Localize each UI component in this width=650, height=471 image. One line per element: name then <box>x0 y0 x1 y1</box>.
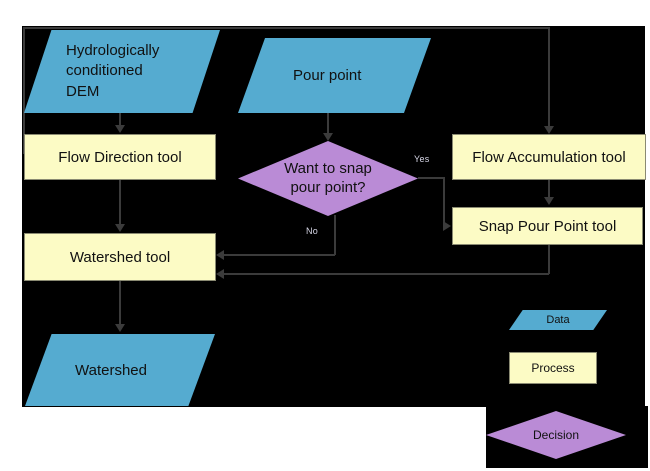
node-snap-pour-point-tool[interactable]: Snap Pour Point tool <box>452 207 643 245</box>
legend-item-process: Process <box>509 352 597 384</box>
node-hydrologically-conditioned-dem[interactable]: Hydrologically conditioned DEM <box>24 30 220 113</box>
connector-snap-to-watershedtool-vertical <box>548 245 550 274</box>
edge-label-yes: Yes <box>414 154 430 164</box>
connector-snap-to-watershedtool-horizontal <box>224 273 549 275</box>
node-pour-point[interactable]: Pour point <box>238 38 431 113</box>
node-flow-direction-tool[interactable]: Flow Direction tool <box>24 134 216 180</box>
arrowhead-snap-into-watershed-tool <box>216 269 224 279</box>
connector-pourpoint-to-decision <box>327 112 329 134</box>
arrowhead-into-watershed-tool <box>115 224 125 232</box>
connector-flowaccum-to-snap <box>548 180 550 198</box>
legend-item-data: Data <box>509 310 607 330</box>
connector-decision-no-horizontal <box>224 254 335 256</box>
arrowhead-no-into-watershed-tool <box>216 250 224 260</box>
connector-watershedtool-to-watershed <box>119 281 121 325</box>
node-flow-accumulation-tool[interactable]: Flow Accumulation tool <box>452 134 646 180</box>
connector-flowdir-to-watershedtool <box>119 180 121 225</box>
connector-dem-to-flowdir <box>119 113 121 126</box>
node-watershed[interactable]: Watershed <box>25 334 215 406</box>
arrowhead-into-decision <box>323 133 333 141</box>
connector-top-horizontal <box>23 27 550 29</box>
arrowhead-into-watershed <box>115 324 125 332</box>
connector-top-right-vertical <box>548 27 550 126</box>
arrowhead-into-flow-accumulation <box>544 126 554 134</box>
node-watershed-tool[interactable]: Watershed tool <box>24 233 216 281</box>
connector-decision-yes-vertical <box>443 177 445 225</box>
connector-decision-yes-horizontal <box>418 177 444 179</box>
connector-top-left-vertical <box>23 27 25 153</box>
edge-label-no: No <box>306 226 319 236</box>
arrowhead-into-snap-pour-point <box>443 221 451 231</box>
arrowhead-into-flow-direction <box>115 125 125 133</box>
arrowhead-accum-into-snap <box>544 197 554 205</box>
connector-decision-no-vertical <box>334 215 336 255</box>
